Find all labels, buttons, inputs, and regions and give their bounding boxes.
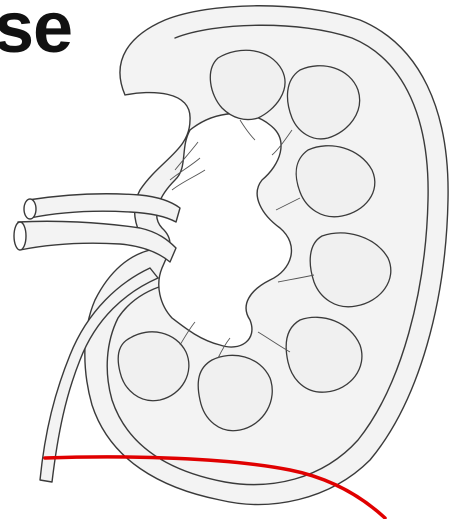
renal-artery-opening [24,199,36,219]
renal-vein-opening [14,222,26,250]
renal-pyramid-7 [118,332,189,401]
